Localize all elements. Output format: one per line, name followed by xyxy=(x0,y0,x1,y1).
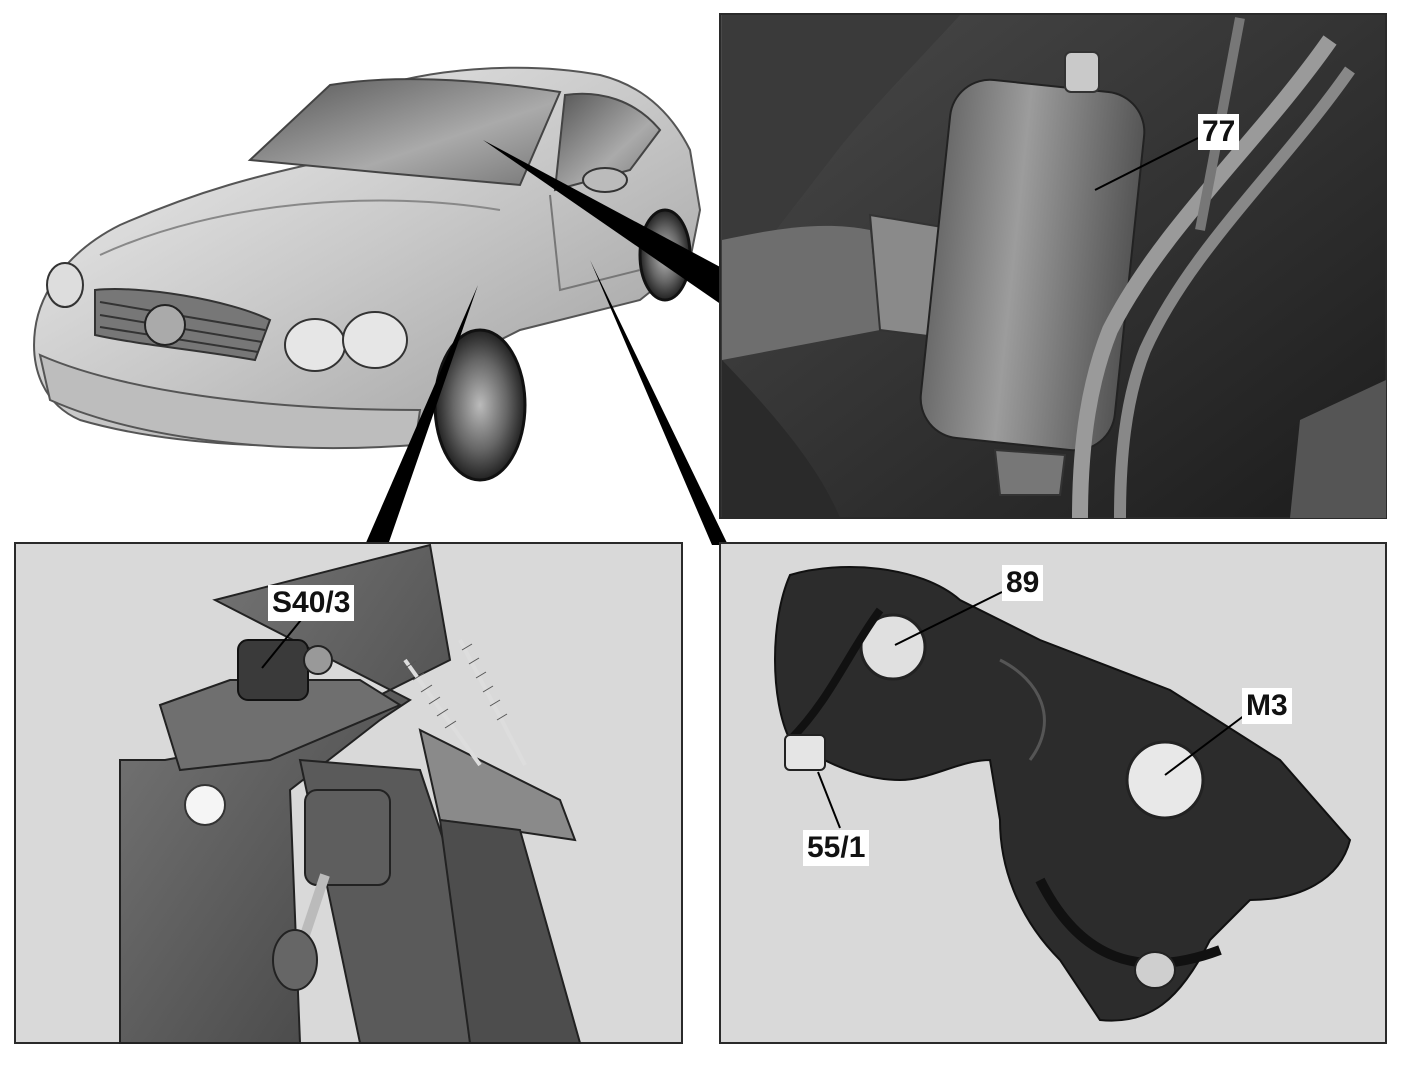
car-front-wheel xyxy=(433,328,527,482)
canister-base xyxy=(993,448,1067,496)
pushrod-boot xyxy=(272,929,318,991)
car-hood-line xyxy=(99,199,501,256)
trim-panel xyxy=(1290,380,1386,518)
pointer-wedge-bottom-right xyxy=(590,260,728,545)
switch-s40-3 xyxy=(237,639,309,701)
callout-s40-3: S40/3 xyxy=(268,585,355,621)
leader-s40-3 xyxy=(261,614,306,669)
pointer-wedge-bottom-left xyxy=(365,285,478,545)
canister-77 xyxy=(919,78,1146,452)
callout-m3: M3 xyxy=(1242,688,1292,724)
car-side-window xyxy=(553,92,662,192)
car-windscreen xyxy=(247,78,562,187)
car-door-line xyxy=(549,194,641,292)
switch-plunger xyxy=(303,645,333,675)
car-headlight-left xyxy=(46,262,84,308)
tank-seam xyxy=(999,658,1046,761)
leader-55-1 xyxy=(817,771,841,829)
pedal-lever-lower xyxy=(438,818,582,1044)
leader-m3 xyxy=(1164,714,1246,776)
tank-hose-2 xyxy=(1035,877,1222,969)
mounting-strap xyxy=(722,225,880,360)
sender-unit-89 xyxy=(859,613,927,681)
leader-89 xyxy=(894,591,1003,646)
filler-neck xyxy=(1134,951,1176,989)
leader-77 xyxy=(1094,137,1199,191)
pedal-lever xyxy=(418,728,577,842)
spring-coils xyxy=(404,643,508,729)
car-headlight-right-outer xyxy=(284,318,346,372)
hose-outer xyxy=(1072,35,1337,519)
canister-nozzle xyxy=(1064,51,1100,93)
panel-bottom-right xyxy=(719,542,1387,1044)
connector-55-1 xyxy=(784,734,826,771)
car-mirror xyxy=(582,167,628,193)
actuator-housing xyxy=(304,789,391,886)
rubber-cap xyxy=(184,784,226,826)
callout-89: 89 xyxy=(1002,565,1044,601)
pointer-wedges xyxy=(365,140,728,545)
car-illustration xyxy=(33,66,702,482)
body-panel-shadow xyxy=(722,15,960,300)
fuel-pump-m3 xyxy=(1125,740,1205,820)
pedal-bracket xyxy=(119,543,452,1044)
pointer-wedge-top-right xyxy=(483,140,722,305)
panel-top-right xyxy=(719,13,1387,519)
panel-bottom-left xyxy=(14,542,683,1044)
bracket-flange xyxy=(158,679,403,772)
hose-inner xyxy=(1114,66,1355,519)
callout-77: 77 xyxy=(1198,114,1240,150)
car-headlight-right-inner xyxy=(342,311,408,369)
car-emblem xyxy=(144,304,186,346)
wheel-arch-shadow xyxy=(722,360,840,518)
callout-55-1: 55/1 xyxy=(803,830,870,866)
tank-hose-1 xyxy=(787,607,884,743)
